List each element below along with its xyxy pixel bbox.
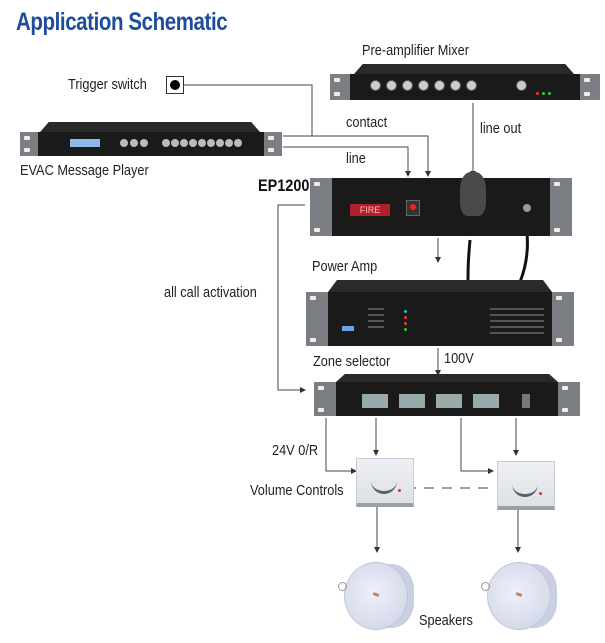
evac-message-player — [20, 122, 282, 158]
all-call-activation-label: all call activation — [164, 284, 257, 301]
microphone-icon — [460, 172, 486, 216]
speakers-label: Speakers — [419, 612, 473, 629]
ceiling-speaker-2 — [481, 558, 557, 632]
volume-control-2 — [497, 461, 555, 510]
wire-line — [283, 146, 411, 177]
zone-selector-label: Zone selector — [313, 353, 391, 370]
wire-zone2-or — [460, 418, 494, 474]
ep1200-label: EP1200 — [258, 176, 310, 195]
push-button-icon — [166, 76, 184, 94]
wire-all-call — [277, 204, 306, 393]
fire-display: FIRE — [350, 204, 390, 216]
override-label: 24V 0/R — [272, 442, 319, 459]
message-player-label: EVAC Message Player — [20, 162, 149, 179]
volume-control-1 — [356, 458, 414, 507]
wire-24v-or — [325, 418, 357, 474]
voltage-label: 100V — [444, 350, 474, 367]
power-amp-label: Power Amp — [312, 258, 378, 275]
ceiling-speaker-1 — [338, 558, 414, 632]
contact-label: contact — [346, 114, 388, 131]
page-title: Application Schematic — [16, 8, 228, 36]
zone-selector — [314, 374, 580, 418]
preamp-label: Pre-amplifier Mixer — [362, 42, 469, 59]
line-out-label: line out — [480, 120, 522, 137]
trigger-switch-label: Trigger switch — [68, 76, 147, 93]
ep1200-controller: FIRE — [310, 172, 572, 238]
line-label: line — [346, 150, 366, 167]
preamp-mixer — [330, 64, 600, 102]
power-amplifier — [306, 280, 574, 348]
volume-controls-label: Volume Controls — [250, 482, 344, 499]
